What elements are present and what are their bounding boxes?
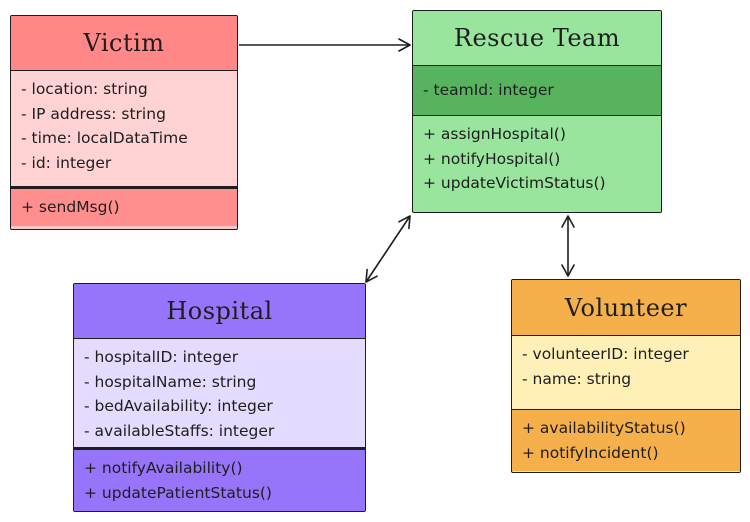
method: + notifyHospital() [423, 149, 561, 168]
class-rescue-team[interactable]: Rescue Team - teamId: integer + assignHo… [412, 10, 662, 213]
class-victim-attributes: - location: string - IP address: string … [11, 71, 237, 189]
attribute: - time: localDataTime [21, 129, 188, 147]
method: + availabilityStatus() [522, 419, 686, 437]
class-hospital[interactable]: Hospital - hospitalID: integer - hospita… [73, 283, 366, 512]
class-rescue-team-methods: + assignHospital() + notifyHospital() + … [413, 116, 661, 202]
attribute: - volunteerID: integer [522, 345, 689, 363]
method: + notifyIncident() [522, 443, 659, 462]
attribute: - IP address: string [21, 104, 166, 123]
method: + updatePatientStatus() [84, 483, 272, 502]
class-volunteer-name: Volunteer [512, 280, 740, 336]
class-victim-methods: + sendMsg() [11, 189, 237, 226]
attribute: - hospitalName: string [84, 372, 257, 391]
method: + updateVictimStatus() [423, 174, 606, 192]
attribute: - hospitalID: integer [84, 348, 239, 366]
attribute: - teamId: integer [423, 81, 554, 99]
class-volunteer-attributes: - volunteerID: integer - name: string [512, 336, 740, 410]
class-hospital-attributes: - hospitalID: integer - hospitalName: st… [74, 339, 365, 450]
attribute: - bedAvailability: integer [84, 397, 273, 415]
attribute: - availableStaffs: integer [84, 421, 275, 440]
arrow-rescue-team-hospital [365, 215, 411, 283]
class-victim[interactable]: Victim - location: string - IP address: … [10, 15, 238, 230]
class-rescue-team-name: Rescue Team [413, 11, 661, 66]
class-hospital-methods: + notifyAvailability() + updatePatientSt… [74, 450, 365, 511]
attribute: - id: integer [21, 153, 112, 172]
class-volunteer-methods: + availabilityStatus() + notifyIncident(… [512, 410, 740, 471]
attribute: - location: string [21, 80, 148, 98]
method: + sendMsg() [21, 198, 120, 216]
class-victim-name: Victim [11, 16, 237, 71]
class-rescue-team-attributes: - teamId: integer [413, 66, 661, 116]
method: + assignHospital() [423, 125, 566, 143]
attribute: - name: string [522, 369, 632, 388]
class-volunteer[interactable]: Volunteer - volunteerID: integer - name:… [511, 279, 741, 473]
class-hospital-name: Hospital [74, 284, 365, 339]
method: + notifyAvailability() [84, 459, 243, 477]
